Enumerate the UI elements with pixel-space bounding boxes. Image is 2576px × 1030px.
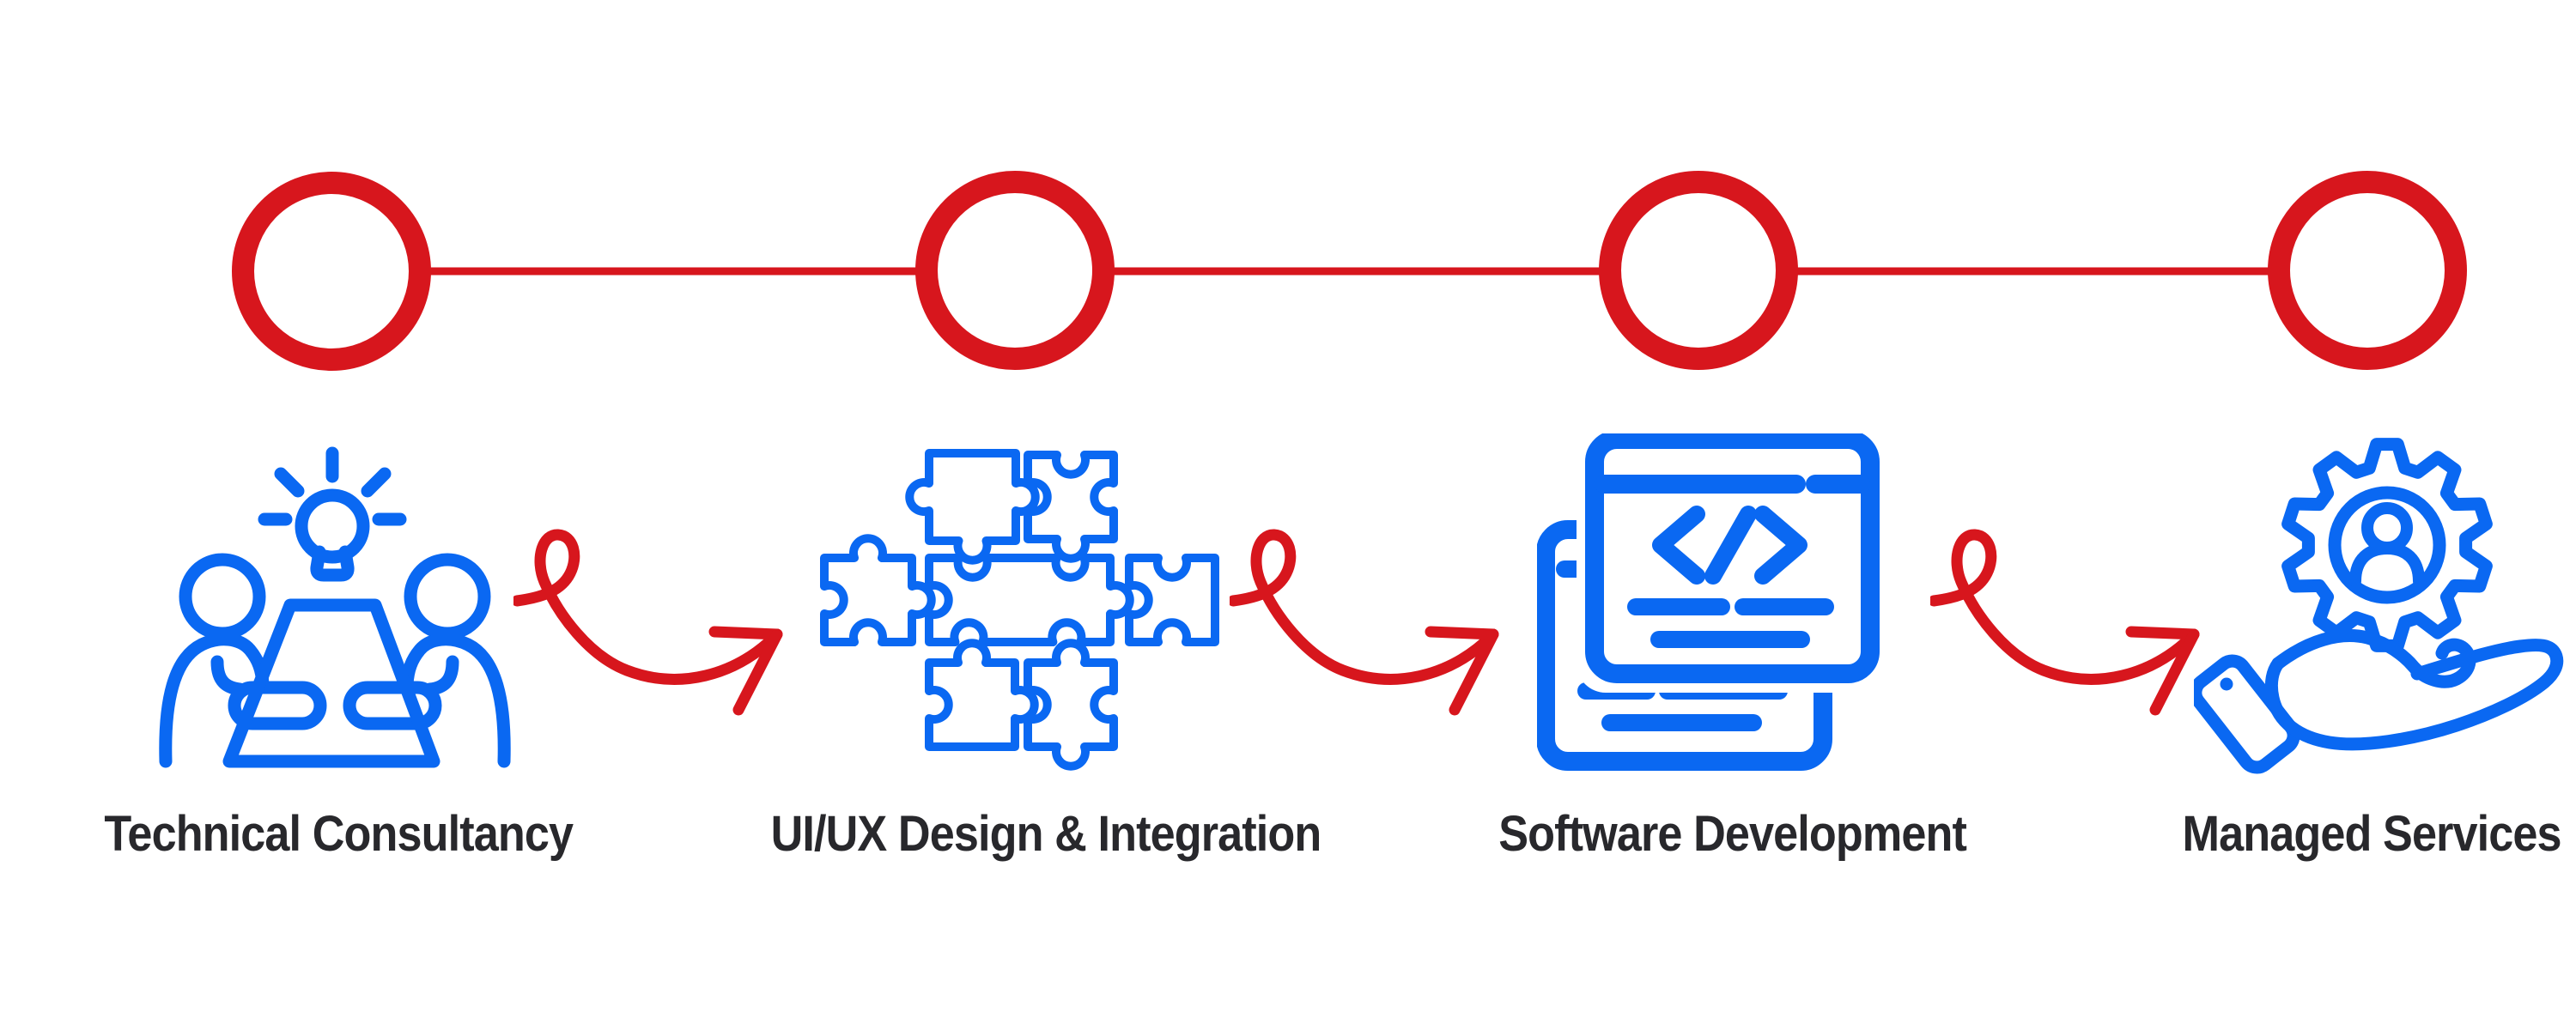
puzzle-piece — [905, 449, 1040, 565]
puzzle-piece — [1125, 554, 1219, 646]
curl-arrow-1 — [513, 525, 805, 723]
step-label-3-text: Software Development — [1498, 806, 1968, 862]
team-meeting-idea-icon — [159, 446, 511, 768]
step-marker-2 — [915, 171, 1115, 370]
step-marker-1 — [232, 172, 431, 371]
step-label-3: Software Development — [1303, 805, 2162, 863]
puzzle-piece — [1024, 639, 1118, 771]
puzzle-piece — [925, 554, 1134, 646]
puzzle-piece — [1024, 451, 1118, 563]
gear-in-hand-icon — [2194, 438, 2564, 774]
step-marker-4 — [2268, 171, 2467, 370]
code-browser-windows-icon — [1537, 433, 1887, 771]
step-label-1-text: Technical Consultancy — [104, 806, 574, 862]
curl-arrow-2 — [1230, 525, 1522, 723]
step-marker-3 — [1599, 171, 1798, 370]
puzzle-pieces-icon — [820, 449, 1219, 771]
step-label-2: UI/UX Design & Integration — [617, 805, 1475, 863]
puzzle-piece — [820, 534, 936, 646]
puzzle-piece — [925, 639, 1039, 751]
curl-arrow-3 — [1930, 525, 2222, 723]
step-label-1: Technical Consultancy — [0, 805, 768, 863]
step-label-4-text: Managed Services — [2182, 806, 2561, 862]
step-label-4: Managed Services — [1942, 805, 2576, 863]
step-label-2-text: UI/UX Design & Integration — [770, 806, 1322, 862]
timeline — [232, 171, 2467, 371]
